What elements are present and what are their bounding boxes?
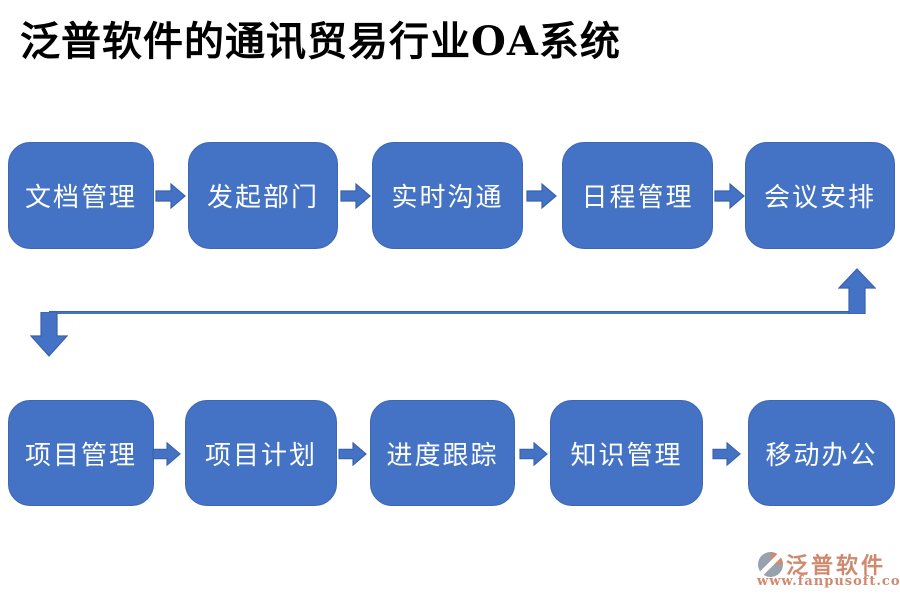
flow-node-document-management: 文档管理 bbox=[8, 142, 154, 249]
arrow-right-icon bbox=[155, 182, 186, 210]
fanpu-logo-icon bbox=[757, 551, 784, 578]
flow-node-project-management: 项目管理 bbox=[8, 400, 154, 506]
arrow-right-icon bbox=[714, 182, 745, 210]
flow-node-label: 移动办公 bbox=[765, 440, 878, 471]
flow-node-progress-tracking: 进度跟踪 bbox=[370, 400, 515, 506]
flow-node-mobile-office: 移动办公 bbox=[748, 400, 895, 506]
arrow-right-icon bbox=[526, 182, 557, 210]
flow-node-initiating-department: 发起部门 bbox=[188, 142, 338, 249]
arrow-down-icon bbox=[30, 312, 68, 357]
flow-node-label: 会议安排 bbox=[763, 183, 876, 213]
flow-node-project-plan: 项目计划 bbox=[185, 400, 337, 506]
arrow-right-icon bbox=[338, 441, 367, 467]
fanpu-logo-url: www.fanpusoft.com bbox=[757, 574, 900, 589]
flow-node-label: 实时沟通 bbox=[391, 183, 504, 213]
flow-node-label: 日程管理 bbox=[581, 183, 694, 213]
arrow-right-icon bbox=[712, 441, 741, 467]
fanpu-logo-text: 泛普软件 bbox=[786, 553, 887, 579]
arrow-right-icon bbox=[152, 441, 181, 467]
flow-node-realtime-communication: 实时沟通 bbox=[372, 142, 523, 249]
flow-node-meeting-arrangement: 会议安排 bbox=[745, 142, 895, 249]
flow-node-label: 知识管理 bbox=[570, 440, 683, 471]
connector-line bbox=[49, 311, 857, 314]
flow-node-label: 发起部门 bbox=[206, 183, 319, 213]
flow-node-label: 文档管理 bbox=[24, 183, 137, 213]
arrow-right-icon bbox=[340, 182, 371, 210]
flow-node-label: 项目管理 bbox=[24, 440, 137, 471]
flow-node-knowledge-management: 知识管理 bbox=[550, 400, 703, 506]
flow-node-schedule-management: 日程管理 bbox=[562, 142, 713, 249]
page-title: 泛普软件的通讯贸易行业OA系统 bbox=[20, 18, 621, 65]
fanpu-logo: 泛普软件 www.fanpusoft.com bbox=[755, 548, 900, 593]
flow-node-label: 进度跟踪 bbox=[386, 440, 499, 471]
arrow-up-icon bbox=[838, 268, 876, 314]
flow-node-label: 项目计划 bbox=[204, 440, 317, 471]
arrow-right-icon bbox=[519, 441, 548, 467]
